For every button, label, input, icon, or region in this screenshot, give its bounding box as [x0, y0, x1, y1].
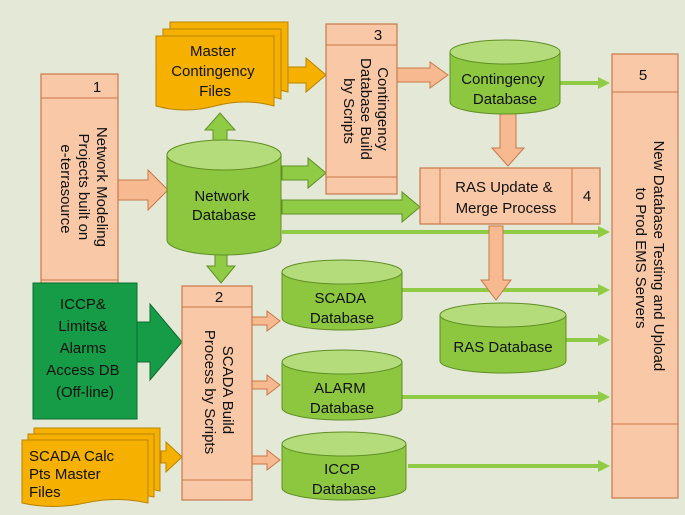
arrow-ras-to-ras-db — [480, 225, 512, 301]
process-step-1: 1 Network Modeling Projects built on e-t… — [40, 73, 119, 299]
process-step-5: 5 New Database Testing and Upload to Pro… — [611, 53, 679, 499]
step-number: 5 — [639, 67, 647, 84]
database-label: ALARM Database — [310, 380, 374, 417]
step-number: 3 — [374, 27, 382, 44]
line-ras-to-box5 — [566, 334, 610, 346]
database-label: Network Database — [192, 188, 256, 224]
arrow-box2-to-iccp — [251, 448, 281, 472]
line-contingency-to-box5 — [560, 77, 610, 89]
network-database: Network Database — [166, 139, 282, 256]
process-step-3: 3 Contingency Database Build by Scripts — [325, 23, 398, 195]
files-label: Master Contingency Files — [171, 43, 259, 100]
database-label: RAS Database — [453, 339, 552, 356]
database-label: Contingency Database — [461, 71, 549, 108]
iccp-limits-alarms-access-db: ICCP& Limits& Alarms Access DB (Off-line… — [32, 282, 138, 420]
ras-database: RAS Database — [439, 302, 567, 374]
arrow-network-to-ras — [281, 190, 421, 224]
arrow-scada-calc-to-box2 — [160, 440, 183, 474]
arrow-box2-to-scada — [251, 309, 281, 333]
line-network-to-box5 — [282, 226, 610, 238]
step-label: Contingency Database Build by Scripts — [340, 58, 391, 164]
line-alarm-to-box5 — [402, 391, 610, 403]
step-label: Network Modeling Projects built on e-ter… — [57, 127, 110, 251]
contingency-database: Contingency Database — [449, 39, 561, 115]
arrow-network-to-box2 — [205, 252, 237, 284]
step-label: SCADA Build Process by Scripts — [201, 330, 236, 454]
step-label: New Database Testing and Upload to Prod … — [632, 141, 667, 376]
scada-calc-master-files: SCADA Calc Pts Master Files — [21, 427, 161, 507]
process-step-2: 2 SCADA Build Process by Scripts — [181, 285, 253, 501]
database-label: ICCP Database — [312, 461, 376, 498]
step-label: RAS Update & Merge Process — [455, 179, 557, 217]
arrow-box1-to-network — [117, 168, 169, 212]
files-label: SCADA Calc Pts Master Files — [29, 448, 118, 501]
arrow-network-to-box3 — [281, 156, 327, 190]
arrow-box2-to-alarm — [251, 373, 281, 397]
scada-database: SCADA Database — [281, 259, 403, 331]
line-iccp-to-box5 — [408, 460, 610, 472]
step-number: 4 — [583, 188, 591, 205]
access-db-label: ICCP& Limits& Alarms Access DB (Off-line… — [46, 296, 124, 401]
process-step-4: 4 RAS Update & Merge Process — [419, 167, 601, 225]
database-label: SCADA Database — [310, 290, 374, 327]
iccp-database: ICCP Database — [281, 431, 407, 501]
step-number: 2 — [215, 289, 223, 306]
arrow-access-to-box2 — [136, 302, 183, 382]
alarm-database: ALARM Database — [281, 349, 403, 421]
arrow-box3-to-contingency — [396, 61, 449, 89]
arrow-contingency-to-ras — [490, 111, 526, 167]
step-number: 1 — [93, 79, 101, 96]
master-contingency-files: Master Contingency Files — [155, 21, 289, 111]
